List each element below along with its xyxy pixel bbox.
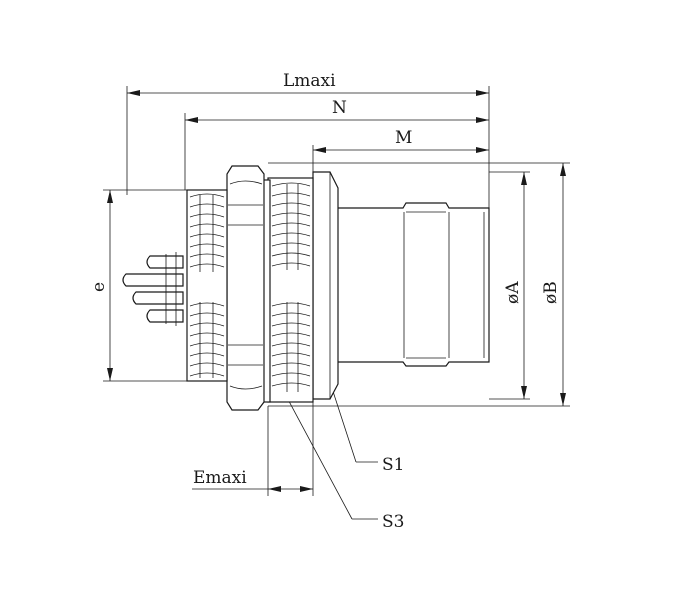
label-dia-a: øA xyxy=(503,281,523,304)
connector-part xyxy=(122,165,490,411)
label-n: N xyxy=(332,98,347,118)
label-e: e xyxy=(89,282,109,292)
label-dia-b: øB xyxy=(541,281,561,304)
dimension-labels: Lmaxi N M e øA øB S1 S3 Emaxi xyxy=(89,71,561,532)
label-emaxi: Emaxi xyxy=(193,468,247,488)
label-m: M xyxy=(395,128,412,148)
label-lmaxi: Lmaxi xyxy=(283,71,336,91)
label-s3: S3 xyxy=(382,512,404,532)
rear-thread xyxy=(189,193,225,378)
front-thread xyxy=(271,182,311,392)
contact-pins xyxy=(122,252,184,326)
label-s1: S1 xyxy=(382,455,404,475)
